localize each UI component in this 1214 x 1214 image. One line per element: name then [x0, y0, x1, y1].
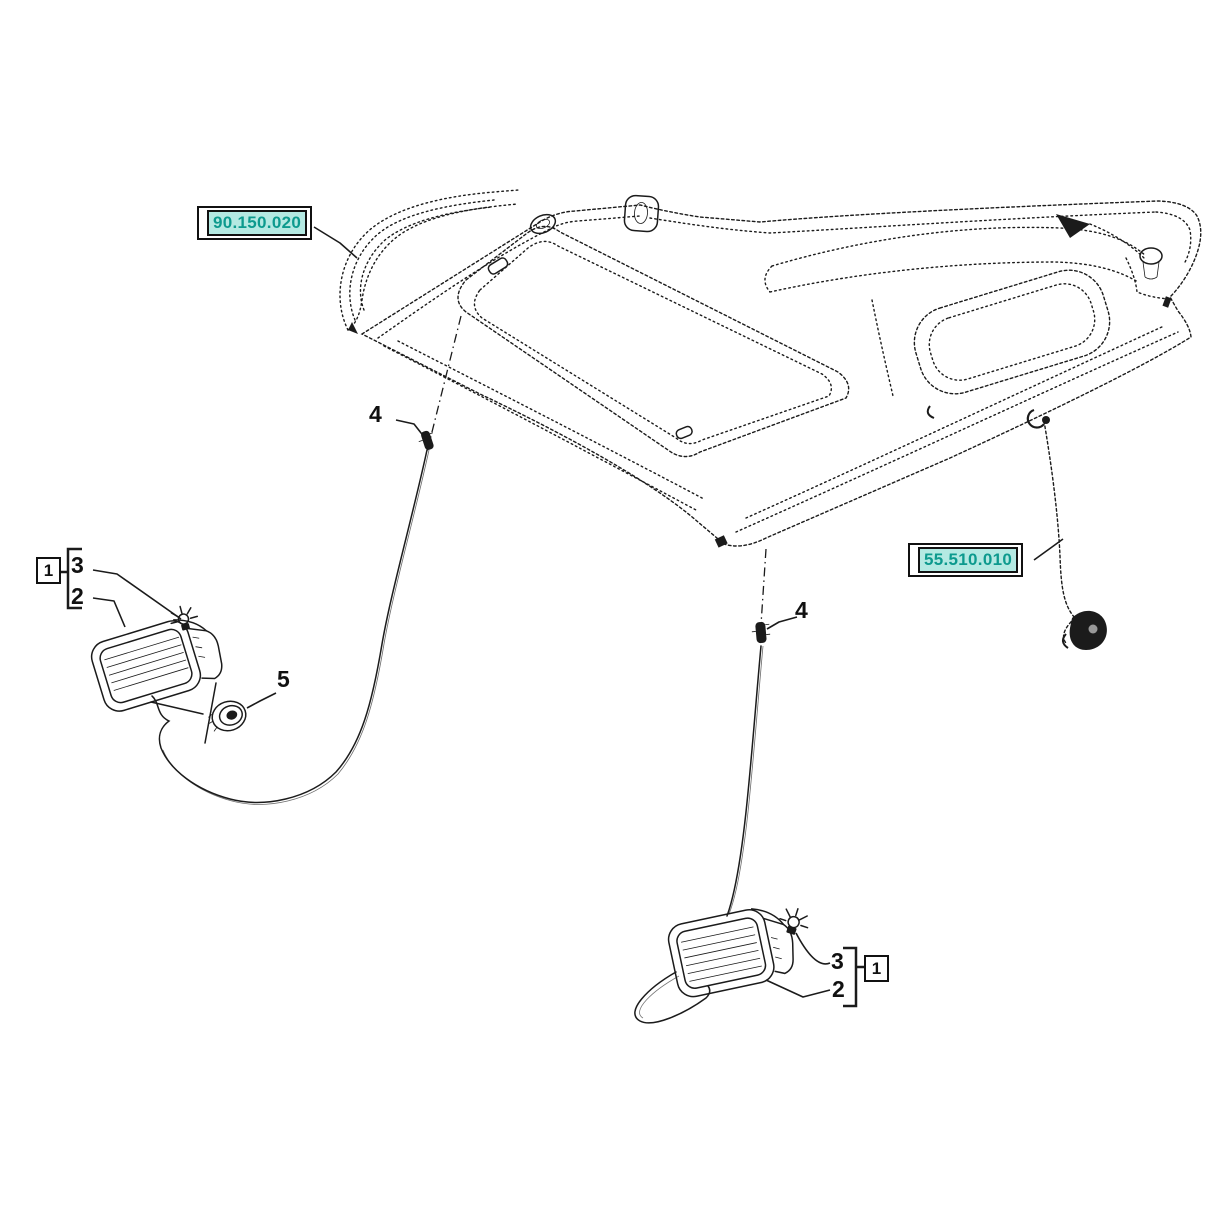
- right-bulb-icon: [779, 908, 809, 935]
- right-work-lamp-drawing: [634, 908, 794, 1024]
- roof-right-corner-details: [926, 214, 1172, 429]
- callout-left-lamp: 2: [71, 583, 84, 609]
- right-group-bracket: [843, 946, 858, 1008]
- cab-harness-drawing: [1043, 420, 1107, 650]
- roof-right-opening: [913, 269, 1111, 395]
- callout-box-left-assembly: 1: [36, 557, 61, 584]
- callout-right-bulb: 3: [831, 948, 844, 974]
- grommet-drawing: [208, 700, 247, 732]
- callout-right-lamp: 2: [832, 976, 845, 1002]
- roof-rear-channel: [764, 226, 1147, 397]
- roof-hatch-opening: [457, 194, 850, 458]
- right-lamp-wire: [726, 645, 764, 917]
- callout-box-right-assembly: 1: [864, 955, 889, 982]
- section-ref-roof-panel[interactable]: 90.150.020: [197, 206, 313, 240]
- left-bulb-icon: [170, 605, 199, 631]
- roof-visor-part: [339, 189, 519, 334]
- grommet-axis-lines: [150, 682, 217, 744]
- callout-left-bulb: 3: [71, 552, 84, 578]
- left-work-lamp-drawing: [90, 619, 223, 712]
- roof-panel-drawing: [360, 200, 1202, 548]
- left-lamp-wire: [151, 449, 430, 805]
- callout-grommet: 5: [277, 666, 290, 692]
- section-ref-harness[interactable]: 55.510.010: [908, 543, 1024, 577]
- right-wire-clip: [751, 621, 771, 644]
- section-ref-roof-panel-label: 90.150.020: [207, 210, 308, 236]
- left-wire-clip: [418, 430, 434, 450]
- left-group-bracket: [66, 547, 82, 610]
- callout-leader-lines: [59, 226, 1064, 1008]
- callout-right-clip: 4: [795, 597, 808, 623]
- callout-left-clip: 4: [369, 401, 382, 427]
- section-ref-harness-label: 55.510.010: [918, 547, 1019, 573]
- left-clip-axis-line: [426, 315, 462, 453]
